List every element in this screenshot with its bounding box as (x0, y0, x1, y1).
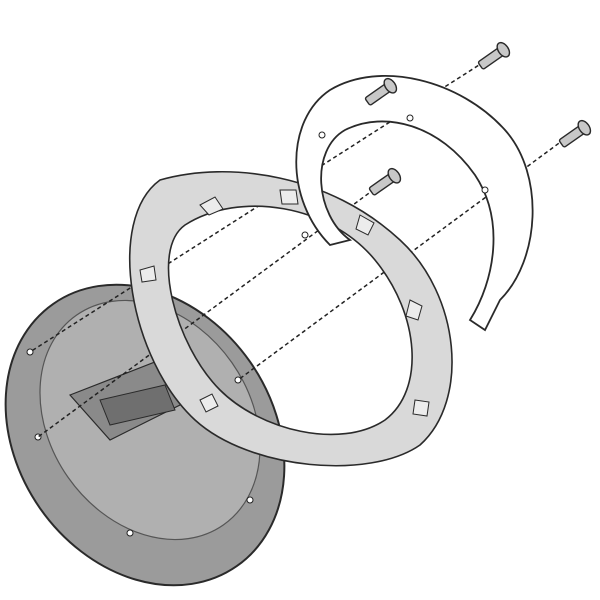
screws (364, 41, 592, 196)
screw-icon (558, 119, 592, 148)
screw-icon (368, 167, 402, 196)
adapter-ring (128, 171, 453, 467)
flat-mounting-ring (295, 75, 534, 332)
tank-flange-plate (4, 283, 286, 587)
screw-icon (477, 41, 511, 70)
plate-holes (26, 348, 254, 537)
screw-icon (364, 77, 398, 106)
